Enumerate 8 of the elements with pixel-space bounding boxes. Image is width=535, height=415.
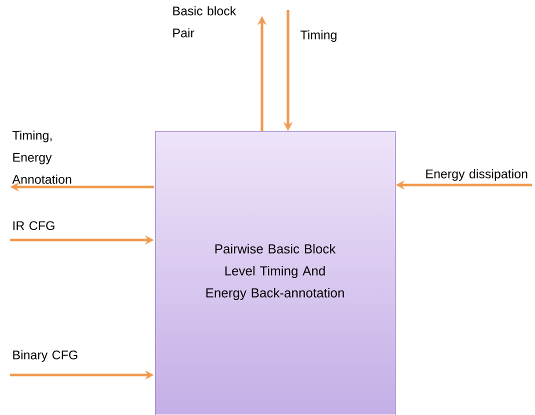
- label-text: Binary CFG: [13, 350, 78, 362]
- label-text: IR CFG: [13, 221, 54, 230]
- label-text: Timing, Energy Annotation: [12, 130, 72, 184]
- label-text: Timing: [300, 30, 336, 42]
- label-text: Energy dissipation: [426, 169, 528, 181]
- box-text: Pairwise Basic Block Level Timing And Energy Back-annotation: [206, 244, 344, 300]
- label-text: Basic block Pair: [173, 6, 236, 38]
- process-box: [155, 131, 396, 415]
